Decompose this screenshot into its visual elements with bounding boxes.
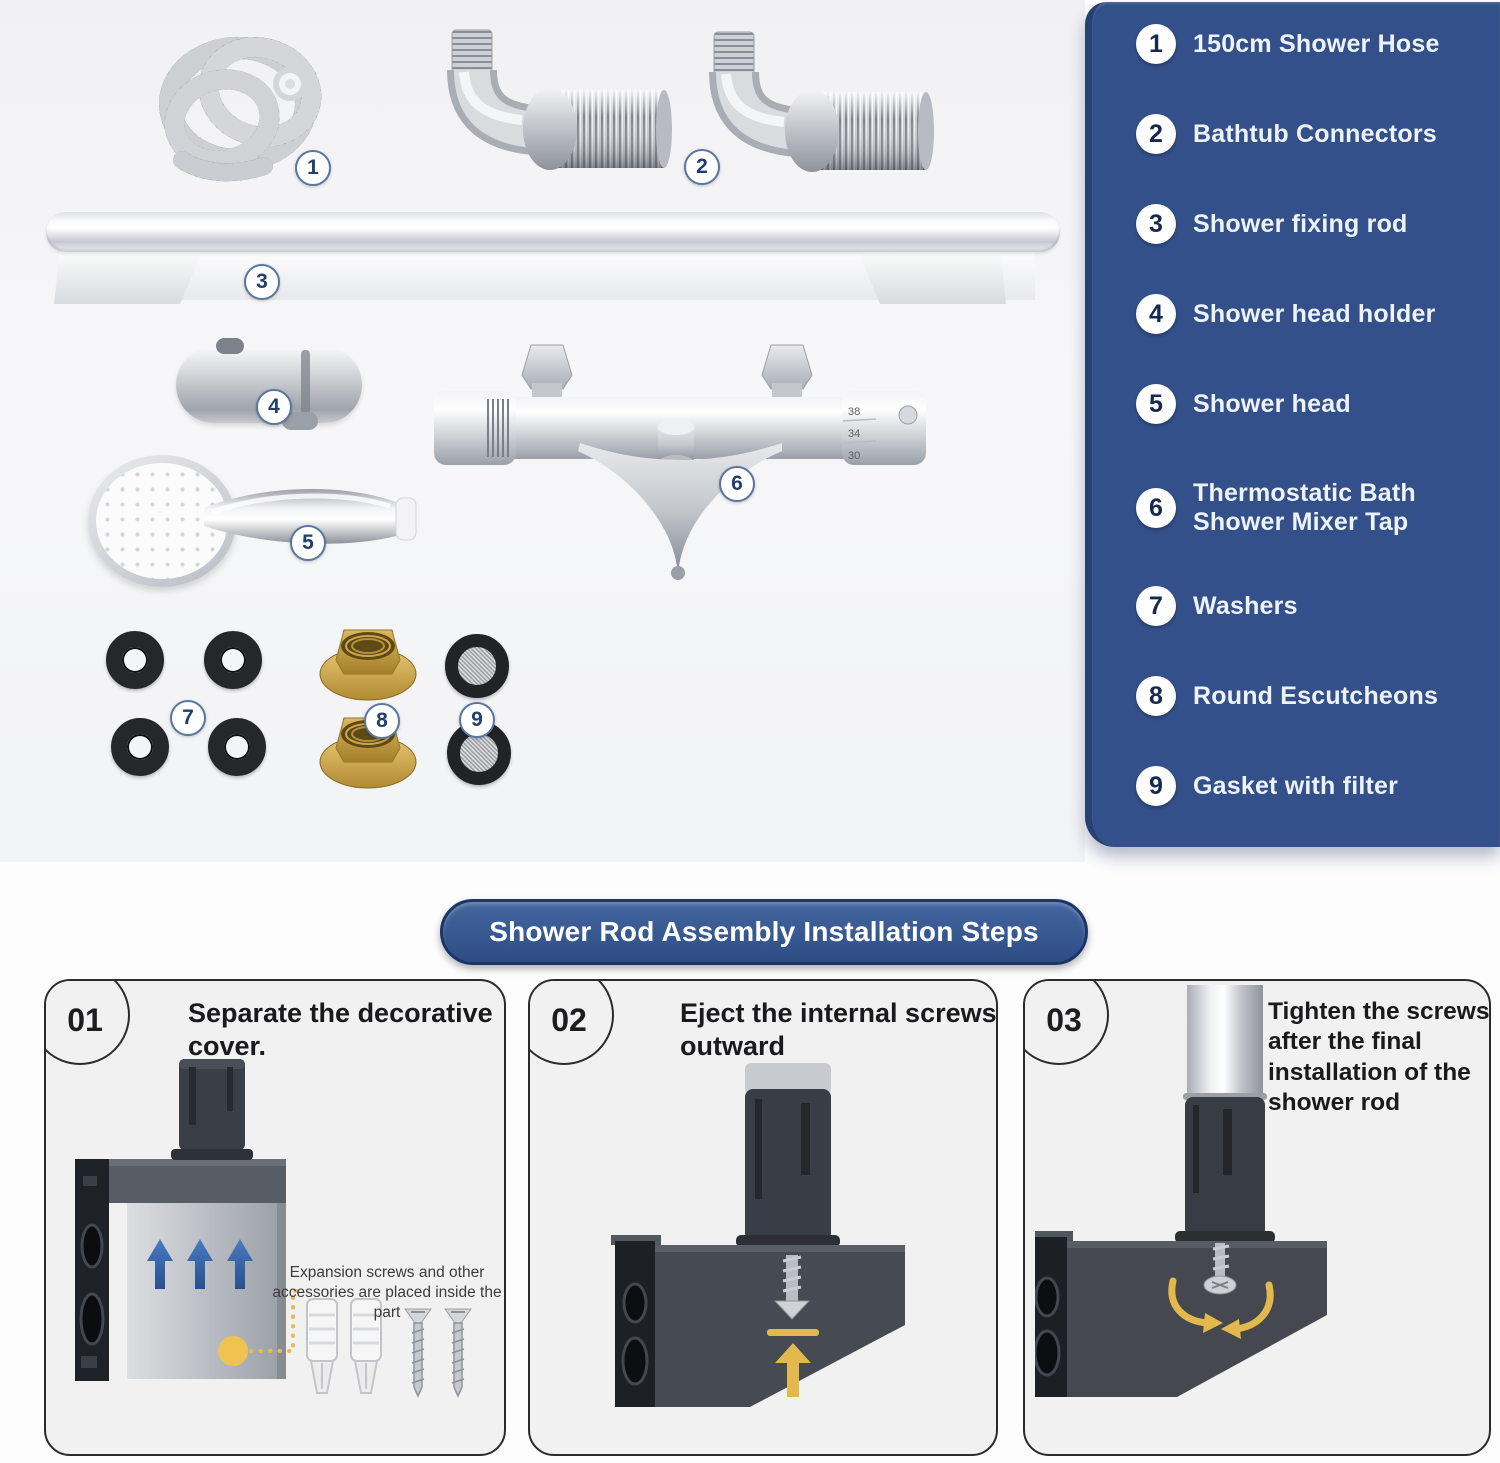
legend-item-4: 4 Shower head holder	[1136, 294, 1500, 334]
legend-label: Thermostatic Bath Shower Mixer Tap	[1193, 479, 1416, 536]
step-title-3: Tighten the screws after the final insta…	[1268, 998, 1490, 1117]
step-panel-2: 02 Eject the internal screws outward	[528, 979, 998, 1456]
highlight-dot-icon	[218, 1336, 248, 1366]
washer-image	[208, 718, 266, 776]
legend-number-badge: 3	[1136, 204, 1176, 244]
legend-item-3: 3 Shower fixing rod	[1136, 204, 1500, 244]
legend-label: 150cm Shower Hose	[1193, 29, 1440, 58]
temp-mark-34: 34	[848, 428, 860, 440]
legend-number-badge: 8	[1136, 676, 1176, 716]
rod-section	[1187, 985, 1263, 1097]
holder-clip	[282, 412, 318, 430]
legend-item-7: 7 Washers	[1136, 586, 1500, 626]
callout-8: 8	[364, 703, 400, 739]
gasket-filter-image	[445, 634, 509, 698]
up-arrows-icon	[147, 1239, 253, 1289]
tap-hex-nut-left	[521, 344, 573, 390]
callout-9: 9	[459, 702, 495, 738]
legend-label: Round Escutcheons	[1193, 681, 1439, 710]
legend-number-badge: 9	[1136, 766, 1176, 806]
tap-safety-button	[898, 405, 918, 425]
connector-elbow-left	[447, 29, 672, 170]
shower-head-handle-image	[204, 489, 417, 544]
temp-mark-38: 38	[848, 406, 860, 418]
parts-photo-area: 38 34 30	[0, 0, 1085, 862]
callout-6: 6	[719, 466, 755, 502]
parts-legend-panel: 1 150cm Shower Hose 2 Bathtub Connectors…	[1085, 2, 1500, 847]
banner-title: Shower Rod Assembly Installation Steps	[489, 916, 1039, 947]
legend-label: Washers	[1193, 591, 1298, 620]
thermostatic-mixer-tap-image: 38 34 30	[434, 344, 926, 580]
legend-number-badge: 4	[1136, 294, 1176, 334]
holder-band	[301, 350, 310, 420]
step-panel-1: 01 Separate the decorative cover.	[44, 979, 506, 1456]
shower-hose-image	[159, 37, 322, 182]
washer-image	[106, 631, 164, 689]
eject-arrow-icon	[767, 1329, 819, 1397]
escutcheon-top	[319, 629, 417, 701]
legend-label: Shower fixing rod	[1193, 209, 1408, 238]
legend-number-badge: 6	[1136, 488, 1176, 528]
legend-number-badge: 5	[1136, 384, 1176, 424]
rod-end-bracket-left	[54, 247, 204, 304]
callout-4: 4	[256, 389, 292, 425]
legend-label: Shower head	[1193, 389, 1351, 418]
step-3-illustration	[1035, 985, 1327, 1397]
legend-item-5: 5 Shower head	[1136, 384, 1500, 424]
callout-1: 1	[295, 150, 331, 186]
legend-number-badge: 7	[1136, 586, 1176, 626]
holder-button	[216, 338, 244, 354]
rod-end-bracket-right	[856, 247, 1006, 304]
rod-chrome-bar	[46, 212, 1060, 252]
tap-spout	[578, 443, 782, 573]
step-title-2: Eject the internal screws outward	[680, 998, 997, 1062]
connector-elbow-right	[709, 31, 934, 172]
legend-item-8: 8 Round Escutcheons	[1136, 676, 1500, 716]
round-escutcheons-image	[319, 629, 417, 789]
callout-2: 2	[684, 149, 720, 185]
step-title-1: Separate the decorative cover.	[188, 998, 493, 1062]
tap-hex-nut-right	[761, 344, 813, 390]
legend-item-9: 9 Gasket with filter	[1136, 766, 1500, 806]
callout-3: 3	[244, 264, 280, 300]
legend-item-6: 6 Thermostatic Bath Shower Mixer Tap	[1136, 474, 1500, 542]
step-1-illustration	[75, 1059, 472, 1398]
expansion-screws-image	[306, 1298, 472, 1398]
legend-number-badge: 1	[1136, 24, 1176, 64]
step-2-illustration	[611, 1063, 905, 1407]
legend-label: Shower head holder	[1193, 299, 1436, 328]
washer-image	[204, 631, 262, 689]
legend-label: Gasket with filter	[1193, 771, 1399, 800]
step-panel-3: 03 Tighten the screws after the final in…	[1023, 979, 1491, 1456]
bathtub-connectors-image	[447, 29, 934, 172]
escutcheon-bottom	[319, 717, 417, 789]
expansion-note: Expansion screws and other accessories a…	[272, 1264, 502, 1322]
section-banner: Shower Rod Assembly Installation Steps	[440, 899, 1088, 965]
callout-5: 5	[290, 525, 326, 561]
washer-image	[111, 718, 169, 776]
legend-label: Bathtub Connectors	[1193, 119, 1437, 148]
legend-item-1: 1 150cm Shower Hose	[1136, 24, 1500, 64]
dotted-leader-line	[249, 1289, 303, 1353]
legend-item-2: 2 Bathtub Connectors	[1136, 114, 1500, 154]
callout-7: 7	[170, 700, 206, 736]
temp-mark-30: 30	[848, 450, 860, 462]
tap-handle-left	[434, 391, 516, 465]
legend-number-badge: 2	[1136, 114, 1176, 154]
shower-head-face-image	[88, 455, 236, 587]
rotate-arrows-icon	[1168, 1277, 1274, 1339]
